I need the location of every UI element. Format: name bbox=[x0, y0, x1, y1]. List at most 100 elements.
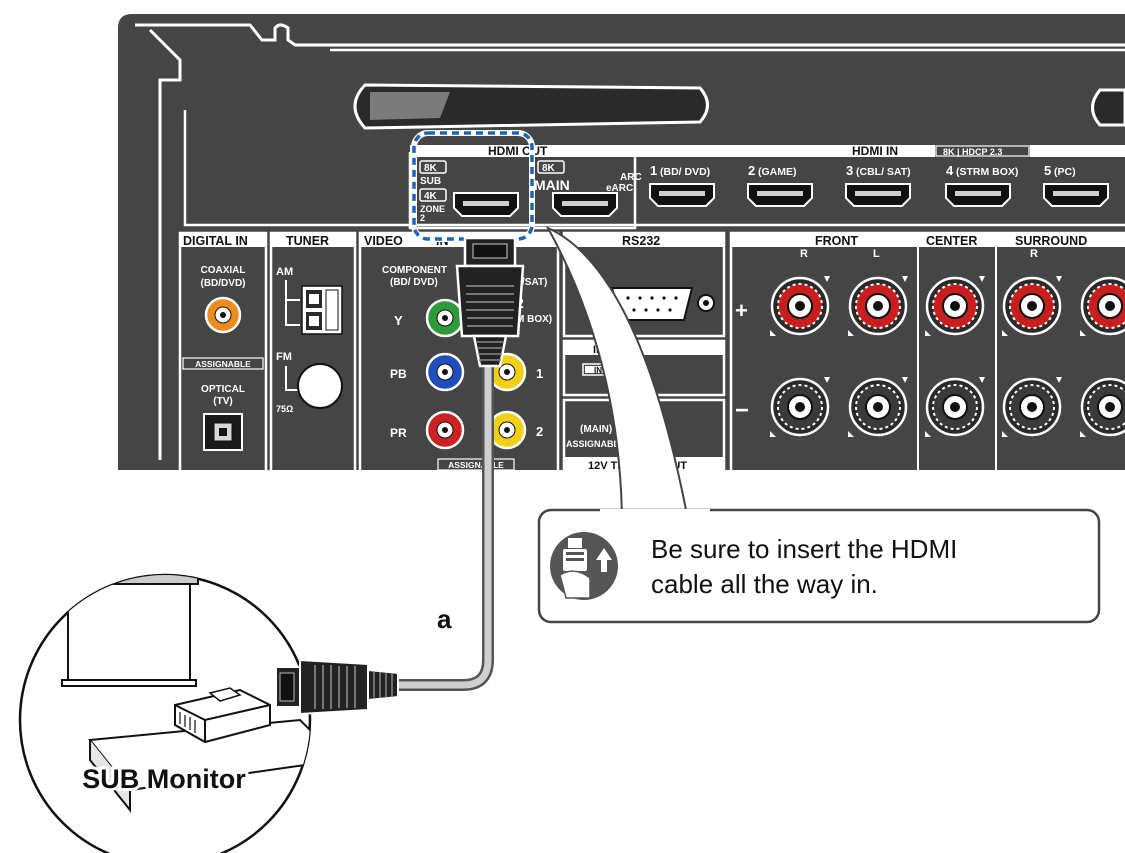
main-8k-text: 8K bbox=[542, 163, 556, 174]
hdmi-out-main-port[interactable] bbox=[552, 192, 618, 217]
wifi-antenna bbox=[353, 83, 1125, 130]
optical-source-label: (TV) bbox=[213, 396, 232, 407]
video-row-1-label: 1 bbox=[536, 366, 543, 381]
earc-label: eARC bbox=[606, 183, 633, 194]
hdmi-out-sub-port[interactable] bbox=[453, 192, 519, 217]
terminal-arrow bbox=[770, 431, 776, 437]
hdmi-in-port-pins bbox=[855, 191, 901, 196]
terminal-hole bbox=[795, 301, 805, 311]
video-cbl-sat-label: /SAT) bbox=[522, 277, 547, 288]
hdmi-in-port-pins bbox=[659, 191, 705, 196]
terminal-arrow bbox=[1056, 276, 1062, 282]
front-r-label: R bbox=[800, 248, 808, 260]
am-antenna-terminal[interactable] bbox=[301, 285, 343, 335]
terminal-hole bbox=[1027, 402, 1037, 412]
hdmi-plug-top bbox=[455, 236, 525, 368]
hdmi-in-port-number: 2 bbox=[748, 163, 755, 178]
trigger-section: (MAIN) ASSIGNABLE bbox=[566, 424, 625, 449]
hdmi-plug-bottom bbox=[275, 658, 399, 716]
component-y-jack[interactable] bbox=[425, 298, 465, 338]
speaker-terminal-minus-2[interactable] bbox=[848, 377, 908, 437]
trigger-assignable-label: ASSIGNABLE bbox=[566, 439, 625, 449]
composite-2-jack[interactable] bbox=[487, 410, 527, 450]
speaker-terminal-plus-2[interactable] bbox=[848, 276, 908, 336]
speaker-terminal-plus-5[interactable] bbox=[1080, 276, 1125, 336]
speaker-terminal-minus-1[interactable] bbox=[770, 377, 830, 437]
terminal-arrow bbox=[848, 431, 854, 437]
zone-label: ZONE bbox=[420, 204, 445, 214]
fm-label: FM bbox=[276, 351, 292, 363]
main-8k-badge bbox=[537, 160, 565, 174]
terminal-hole bbox=[1027, 301, 1037, 311]
speaker-terminal-minus-5[interactable] bbox=[1080, 377, 1125, 437]
hdmi-in-title: HDMI IN bbox=[852, 144, 898, 158]
front-l-label: L bbox=[873, 248, 880, 260]
pb-label: PB bbox=[390, 367, 407, 381]
plus-label: + bbox=[735, 298, 748, 323]
tuner-section: AM FM 75Ω bbox=[276, 266, 343, 414]
surround-r-label: R bbox=[1030, 248, 1038, 260]
terminal-arrow bbox=[979, 377, 985, 383]
terminal-arrow bbox=[770, 330, 776, 336]
speaker-terminal-minus-4[interactable] bbox=[1002, 377, 1062, 437]
terminal-hole bbox=[1105, 301, 1115, 311]
hdmi-in-port-2[interactable]: 2(GAME) bbox=[747, 163, 813, 207]
component-pr-jack[interactable] bbox=[425, 410, 465, 450]
component-source-label: (BD/ DVD) bbox=[390, 277, 438, 288]
ohm-label: 75Ω bbox=[276, 404, 293, 414]
terminal-arrow bbox=[848, 330, 854, 336]
terminal-arrow bbox=[1056, 377, 1062, 383]
terminal-arrow bbox=[824, 276, 830, 282]
hdmi-in-port-name: (BD/ DVD) bbox=[660, 166, 710, 178]
speaker-terminals bbox=[770, 276, 1125, 437]
hdmi-in-port-5[interactable]: 5(PC) bbox=[1043, 163, 1109, 207]
hdmi-in-port-name: (STRM BOX) bbox=[956, 166, 1018, 178]
terminal-arrow bbox=[902, 276, 908, 282]
hdmi-in-port-pins bbox=[955, 191, 1001, 196]
hdmi-in-port-name: (CBL/ SAT) bbox=[856, 166, 911, 178]
hdmi-in-badge: 8K | HDCP 2.3 bbox=[943, 147, 1002, 157]
hdmi-in-port-number: 4 bbox=[946, 163, 954, 178]
terminal-arrow bbox=[1080, 431, 1086, 437]
video-row-2-label: 2 bbox=[536, 424, 543, 439]
y-label: Y bbox=[394, 313, 403, 328]
terminal-arrow bbox=[1002, 431, 1008, 437]
terminal-hole bbox=[950, 301, 960, 311]
hdmi-in-port-number: 3 bbox=[846, 163, 853, 178]
speaker-terminal-plus-1[interactable] bbox=[770, 276, 830, 336]
fm-antenna-jack[interactable] bbox=[297, 363, 343, 409]
terminal-hole bbox=[873, 301, 883, 311]
video-strm-box-label: M BOX) bbox=[516, 314, 552, 325]
hdmi-in-port-3[interactable]: 3(CBL/ SAT) bbox=[845, 163, 911, 207]
zone-number: 2 bbox=[420, 213, 425, 223]
pr-label: PR bbox=[390, 426, 407, 440]
rs232-title: RS232 bbox=[622, 234, 660, 248]
trigger-main-label: (MAIN) bbox=[580, 424, 612, 435]
coaxial-label: COAXIAL bbox=[201, 265, 246, 276]
hdmi-in-port-number: 5 bbox=[1044, 163, 1051, 178]
projector bbox=[174, 687, 271, 744]
hdmi-in-port-1[interactable]: 1(BD/ DVD) bbox=[649, 163, 715, 207]
sub-8k-text: 8K bbox=[424, 163, 438, 174]
callout-box: Be sure to insert the HDMI cable all the… bbox=[537, 508, 1101, 624]
callout-line-2: cable all the way in. bbox=[651, 569, 878, 599]
hdmi-in-port-4[interactable]: 4(STRM BOX) bbox=[945, 163, 1018, 207]
front-label: FRONT bbox=[815, 234, 858, 248]
speaker-terminal-plus-3[interactable] bbox=[925, 276, 985, 336]
component-pb-jack[interactable] bbox=[425, 352, 465, 392]
terminal-arrow bbox=[979, 276, 985, 282]
insert-plug-icon bbox=[550, 532, 618, 600]
tuner-title: TUNER bbox=[286, 234, 329, 248]
hdmi-in-section: HDMI IN 8K | HDCP 2.3 1(BD/ DVD) 2(GAME) 3… bbox=[635, 144, 1125, 207]
hdmi-in-port-name: (GAME) bbox=[758, 166, 797, 178]
optical-jack[interactable] bbox=[203, 413, 243, 451]
coaxial-jack[interactable] bbox=[204, 296, 242, 334]
center-label: CENTER bbox=[926, 234, 977, 248]
panel-groove bbox=[135, 23, 1125, 47]
speaker-terminal-minus-3[interactable] bbox=[925, 377, 985, 437]
sub-8k-badge bbox=[419, 160, 447, 174]
speaker-terminal-plus-4[interactable] bbox=[1002, 276, 1062, 336]
surround-label: SURROUND bbox=[1015, 234, 1087, 248]
terminal-hole bbox=[795, 402, 805, 412]
